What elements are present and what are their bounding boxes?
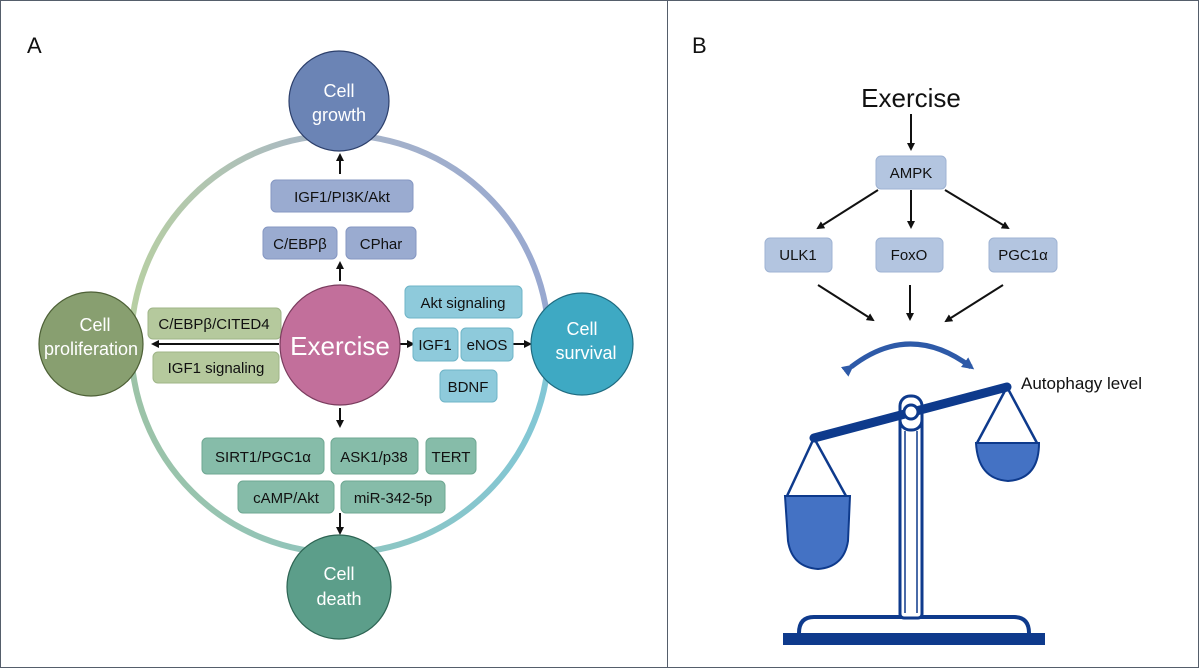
factor-box-cphar: CPhar [345,226,417,260]
panel-b: B Exercise AMPK ULK1 FoxO PGC1α Autophag… [667,0,1199,668]
factor-box-mir-342-5p: miR-342-5p [340,480,446,514]
factor-box-igf1-signaling: IGF1 signaling [152,351,280,384]
svg-text:cAMP/Akt: cAMP/Akt [253,490,320,507]
node-cell-survival: Cell survival [530,292,634,396]
autophagy-level-label: Autophagy level [1021,374,1142,393]
svg-text:IGF1/PI3K/Akt: IGF1/PI3K/Akt [294,189,391,206]
svg-text:IGF1: IGF1 [418,337,451,354]
scale-pivot [902,403,920,421]
factor-box-bdnf: BDNF [439,369,498,403]
svg-text:Cell: Cell [566,319,597,339]
svg-text:Akt signaling: Akt signaling [420,295,505,312]
panel-b-diagram: B Exercise AMPK ULK1 FoxO PGC1α Autophag… [692,33,1142,645]
svg-text:death: death [316,589,361,609]
svg-text:Cell: Cell [79,315,110,335]
node-pgc1a: PGC1α [988,237,1058,273]
scale-base-plate [783,633,1045,645]
node-ulk1: ULK1 [764,237,833,273]
svg-text:SIRT1/PGC1α: SIRT1/PGC1α [215,449,311,466]
factor-box-cebpb-cited4: C/EBPβ/CITED4 [147,307,282,340]
svg-text:ULK1: ULK1 [779,247,817,264]
svg-text:TERT: TERT [432,449,471,466]
panel-a: A IGF1/PI3K/Akt C/EBPβ CPhar C/EBPβ/CITE… [0,0,668,668]
node-exercise: Exercise [279,284,401,406]
factor-box-akt-signaling: Akt signaling [404,285,523,319]
panel-b-label: B [692,33,707,58]
svg-text:BDNF: BDNF [448,379,489,396]
svg-text:growth: growth [312,105,366,125]
factor-box-igf1-survival: IGF1 [412,327,459,362]
arrow-ampk-ulk1 [816,189,879,230]
scale-right-pan [974,386,1041,483]
panel-a-label: A [27,33,42,58]
balance-scale [783,382,1045,645]
svg-text:ASK1/p38: ASK1/p38 [340,449,408,466]
svg-text:Cell: Cell [323,81,354,101]
factor-box-cebpb-growth: C/EBPβ [262,226,338,260]
svg-text:FoxO: FoxO [891,247,928,264]
svg-text:miR-342-5p: miR-342-5p [354,490,432,507]
scale-left-pan [783,437,852,571]
exercise-title: Exercise [861,83,961,113]
svg-text:C/EBPβ: C/EBPβ [273,236,327,253]
arrow-ulk1-balance [817,284,875,322]
factor-box-igf1-pi3k-akt: IGF1/PI3K/Akt [270,179,414,213]
factor-box-camp-akt: cAMP/Akt [237,480,335,514]
svg-text:Exercise: Exercise [290,331,390,361]
factor-box-enos: eNOS [460,327,514,362]
node-cell-growth: Cell growth [288,50,390,152]
svg-text:AMPK: AMPK [890,165,933,182]
node-cell-death: Cell death [286,534,392,640]
arrow-ampk-pgc1a [944,189,1010,230]
factor-box-ask1-p38: ASK1/p38 [330,437,419,475]
node-ampk: AMPK [875,155,947,190]
svg-text:PGC1α: PGC1α [998,247,1048,264]
svg-text:Cell: Cell [323,564,354,584]
svg-text:eNOS: eNOS [467,337,508,354]
node-foxo: FoxO [875,237,944,273]
svg-text:C/EBPβ/CITED4: C/EBPβ/CITED4 [158,316,269,333]
factor-box-sirt1-pgc1a: SIRT1/PGC1α [201,437,325,475]
svg-text:CPhar: CPhar [360,236,403,253]
scale-pillar [898,409,924,620]
svg-text:IGF1 signaling: IGF1 signaling [168,360,265,377]
panel-a-diagram: A IGF1/PI3K/Akt C/EBPβ CPhar C/EBPβ/CITE… [27,33,634,640]
svg-text:survival: survival [555,343,616,363]
node-cell-proliferation: Cell proliferation [38,291,144,397]
balance-shift-arrow [841,341,975,377]
arrow-pgc1a-balance [944,284,1004,323]
factor-box-tert: TERT [425,437,477,475]
svg-text:proliferation: proliferation [44,339,138,359]
